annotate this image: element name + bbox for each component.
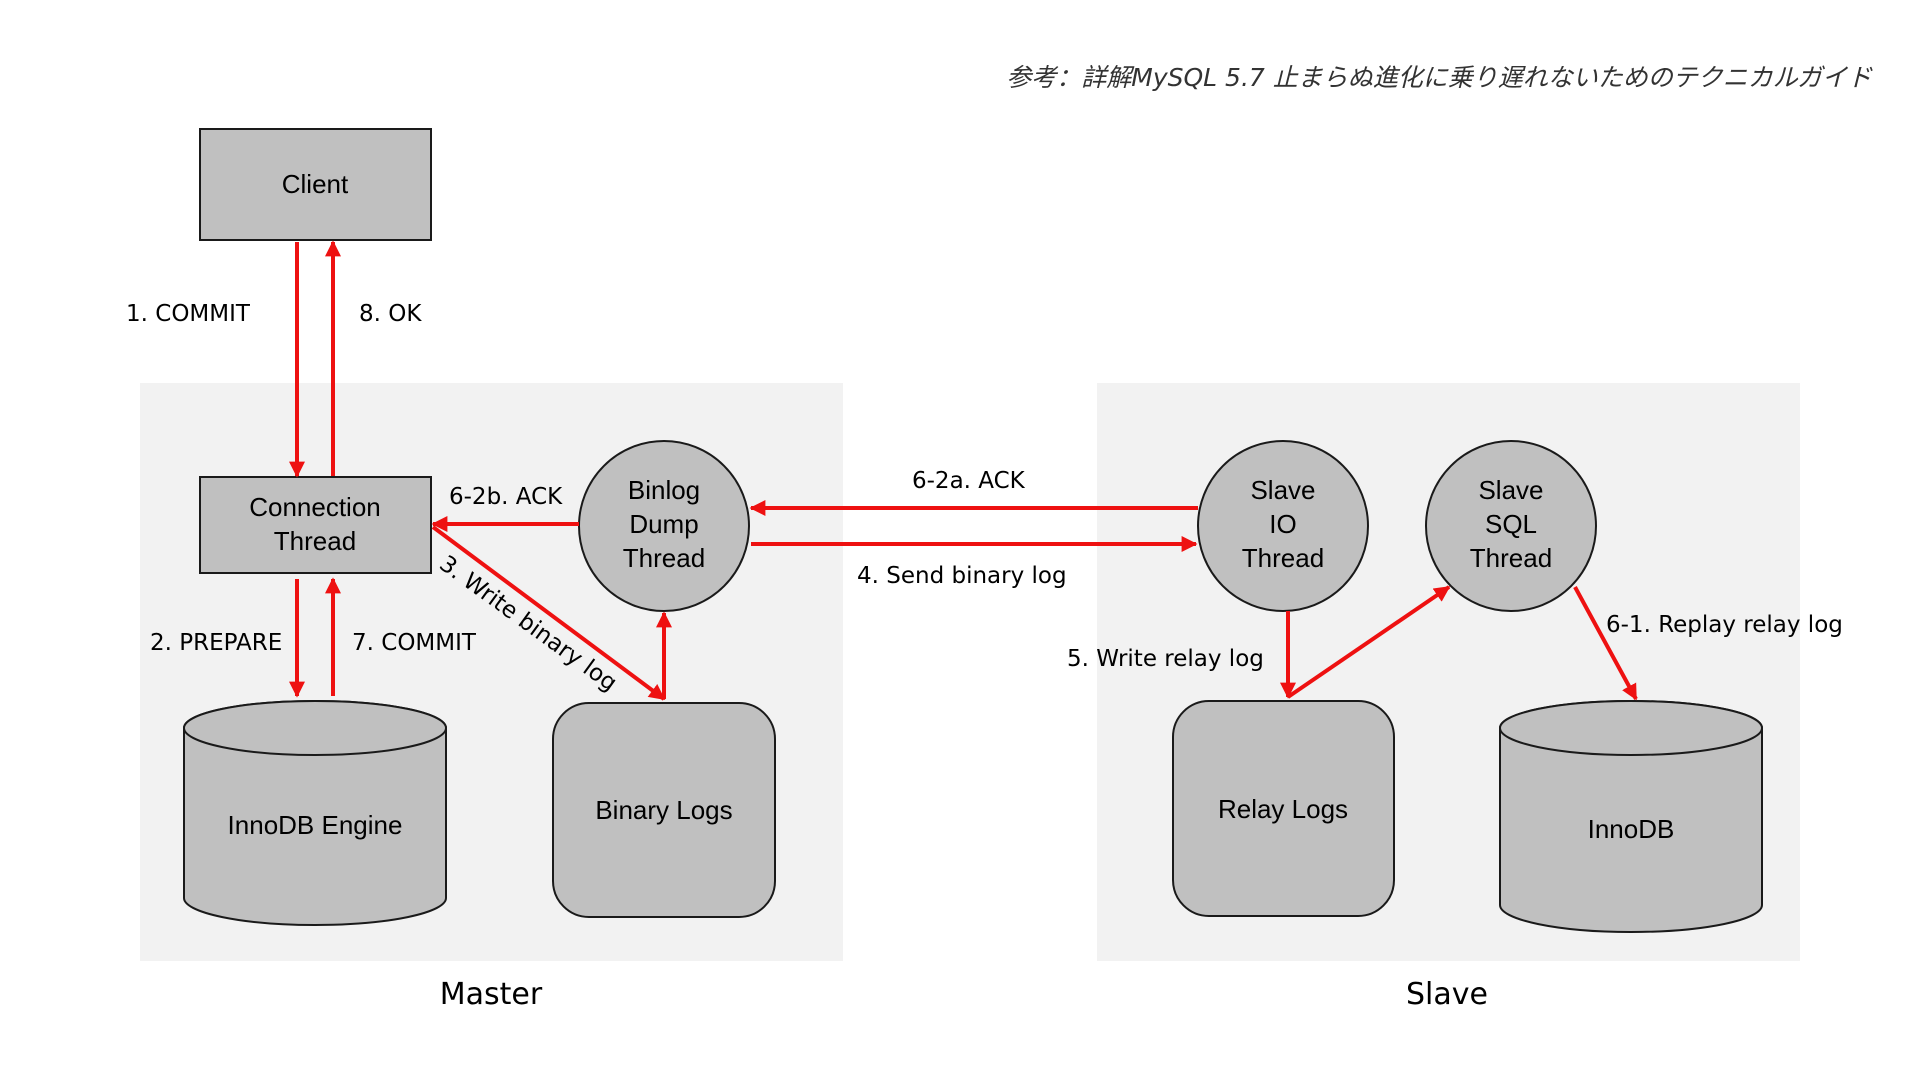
commit7-label: 7. COMMIT [352,630,477,656]
ack-6-2b-label: 6-2b. ACK [449,484,563,510]
connection-thread-node: Connection Thread [199,476,432,574]
slave-io-thread-label-line1: Slave [1250,475,1315,505]
prepare-label: 2. PREPARE [150,630,282,656]
binary-logs-label: Binary Logs [595,795,732,825]
slave-io-thread-node: Slave IO Thread [1197,440,1369,612]
slave-sql-thread-label-line3: Thread [1470,543,1552,573]
slave-sql-thread-label-line2: SQL [1485,509,1537,539]
client-label: Client [282,169,349,199]
slave-sql-thread-label-line1: Slave [1478,475,1543,505]
ok-label: 8. OK [359,301,422,327]
replay-relay-log-label: 6-1. Replay relay log [1606,612,1843,638]
send-binary-log-label: 4. Send binary log [857,563,1067,589]
connection-thread-label-line2: Thread [274,526,356,556]
slave-io-thread-label-line3: Thread [1242,543,1324,573]
connection-thread-label-line1: Connection [249,492,381,522]
slave-innodb-label: InnoDB [1588,814,1675,844]
slave-sql-thread-node: Slave SQL Thread [1425,440,1597,612]
innodb-engine-node: InnoDB Engine [183,700,447,926]
client-node: Client [199,128,432,241]
relay-logs-node: Relay Logs [1172,700,1395,917]
replay-relay-log-arrow [1573,586,1638,701]
binlog-dump-thread-label-line3: Thread [623,543,705,573]
write-binary-log-arrow [431,525,666,701]
relay-to-sql-arrow [1286,585,1451,699]
slave-io-thread-label-line2: IO [1269,509,1296,539]
ack-6-2a-label: 6-2a. ACK [912,468,1026,494]
commit-label: 1. COMMIT [126,301,251,327]
master-section-label: Master [440,977,543,1012]
innodb-engine-label: InnoDB Engine [228,810,403,840]
write-relay-log-label: 5. Write relay log [1067,646,1264,672]
binlog-dump-thread-label-line2: Dump [629,509,698,539]
relay-logs-label: Relay Logs [1218,794,1348,824]
slave-section-label: Slave [1406,977,1488,1012]
binlog-dump-thread-node: Binlog Dump Thread [578,440,750,612]
slave-innodb-node: InnoDB [1499,700,1763,933]
binlog-dump-thread-label-line1: Binlog [628,475,700,505]
reference-note: 参考：詳解MySQL 5.7 止まらぬ進化に乗り遅れないためのテクニカルガイド [1006,63,1873,92]
binary-logs-node: Binary Logs [552,702,776,918]
